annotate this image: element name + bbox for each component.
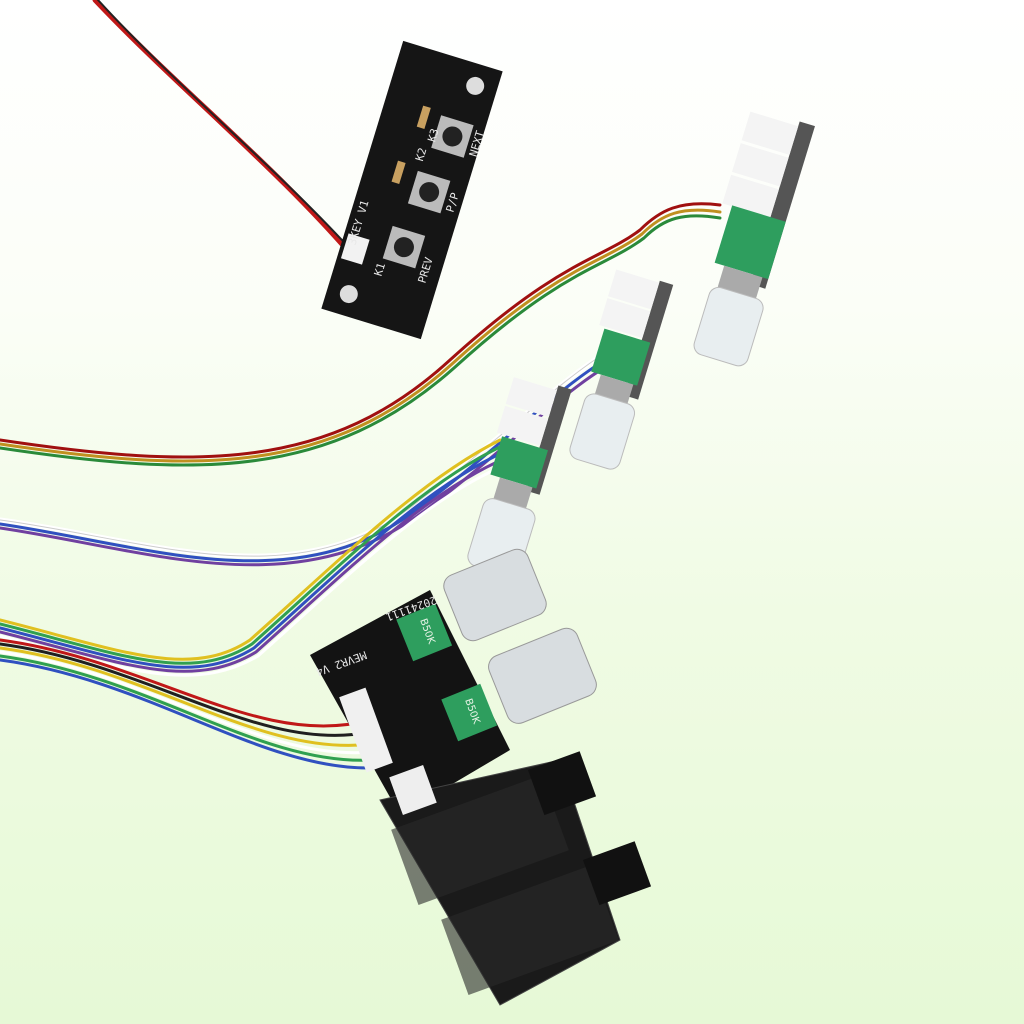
play-label: P/P xyxy=(444,191,462,214)
k3-label: K3 xyxy=(425,127,441,143)
wires xyxy=(0,0,722,770)
button-play xyxy=(407,170,451,214)
pot-module-1 xyxy=(693,111,815,367)
button-next xyxy=(431,115,474,158)
button-prev xyxy=(382,225,426,269)
key-pcb: 3KEY V1 NEXT P/P PREV K1 K2 K3 xyxy=(321,40,503,340)
pot-module-3 xyxy=(467,377,572,577)
k1-label: K1 xyxy=(372,261,388,277)
k2-label: K2 xyxy=(413,146,429,162)
main-pcb: MEVR2 V4 20241111 B50K B50K xyxy=(310,548,652,1006)
pot-module-2 xyxy=(569,269,674,470)
